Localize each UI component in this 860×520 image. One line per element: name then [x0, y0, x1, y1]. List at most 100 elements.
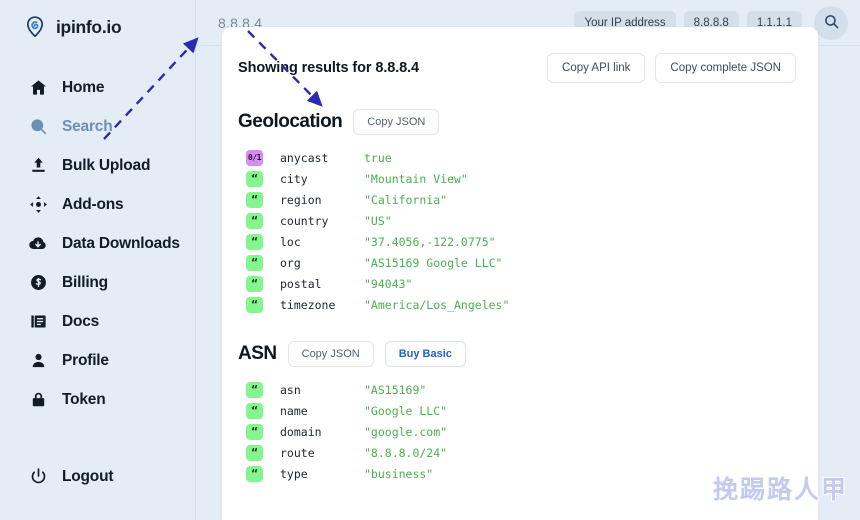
sidebar-item-docs[interactable]: Docs: [0, 302, 195, 341]
type-badge-string-icon: “: [246, 170, 263, 187]
table-row: “ postal "94043": [238, 273, 796, 294]
nav-spacer: [0, 419, 195, 457]
section-title: ASN: [238, 343, 277, 364]
row-key: country: [280, 213, 329, 228]
row-key: type: [280, 466, 308, 481]
sidebar-item-label: Bulk Upload: [62, 156, 151, 174]
asn-rows: “ asn "AS15169" “ name "Google LLC" “ do…: [238, 379, 796, 484]
addons-icon: [28, 195, 48, 215]
type-badge-string-icon: “: [246, 275, 263, 292]
person-icon: [28, 351, 48, 371]
table-row: “ route "8.8.8.0/24": [238, 442, 796, 463]
sidebar-nav: Home Search Bulk Upload: [0, 68, 195, 496]
power-icon: [28, 467, 48, 487]
sidebar-item-label: Search: [62, 117, 113, 135]
sidebar-item-label: Docs: [62, 312, 100, 330]
row-value: "California": [364, 192, 448, 207]
search-icon: [28, 117, 48, 137]
sidebar-item-profile[interactable]: Profile: [0, 341, 195, 380]
table-row: “ timezone "America/Los_Angeles": [238, 294, 796, 315]
row-key: name: [280, 403, 308, 418]
table-row: “ type "business": [238, 463, 796, 484]
main-column: Your IP address 8.8.8.8 1.1.1.1 Showing …: [196, 0, 860, 520]
geolocation-copy-json-button[interactable]: Copy JSON: [353, 109, 440, 135]
brand-name: ipinfo.io: [56, 16, 122, 37]
search-icon: [823, 13, 840, 33]
table-row: “ asn "AS15169": [238, 379, 796, 400]
type-badge-string-icon: “: [246, 254, 263, 271]
sidebar-item-add-ons[interactable]: Add-ons: [0, 185, 195, 224]
row-key: route: [280, 445, 315, 460]
dollar-circle-icon: [28, 273, 48, 293]
header-buttons: Copy API link Copy complete JSON: [547, 53, 796, 83]
type-badge-boolean-icon: 0/1: [246, 149, 263, 166]
geolocation-section: Geolocation Copy JSON 0/1 anycast true “…: [238, 109, 796, 315]
table-row: “ region "California": [238, 189, 796, 210]
table-row: “ name "Google LLC": [238, 400, 796, 421]
row-value: true: [364, 150, 392, 165]
asn-header: ASN Copy JSON Buy Basic: [238, 341, 796, 367]
sidebar-item-label: Profile: [62, 351, 109, 369]
sidebar-item-data-downloads[interactable]: Data Downloads: [0, 224, 195, 263]
row-value: "America/Los_Angeles": [364, 297, 510, 312]
row-key: loc: [280, 234, 301, 249]
row-key: asn: [280, 382, 301, 397]
type-badge-string-icon: “: [246, 212, 263, 229]
type-badge-string-icon: “: [246, 423, 263, 440]
asn-section: ASN Copy JSON Buy Basic “ asn "AS15169" …: [238, 341, 796, 484]
table-row: “ country "US": [238, 210, 796, 231]
results-card: Showing results for 8.8.8.4 Copy API lin…: [222, 27, 818, 520]
row-value: "google.com": [364, 424, 448, 439]
sidebar-item-label: Billing: [62, 273, 108, 291]
row-value: "Google LLC": [364, 403, 448, 418]
row-value: "US": [364, 213, 392, 228]
brand-logo[interactable]: ipinfo.io: [0, 0, 195, 40]
lock-icon: [28, 390, 48, 410]
table-row: “ loc "37.4056,-122.0775": [238, 231, 796, 252]
search-input[interactable]: [218, 14, 567, 31]
row-value: "AS15169 Google LLC": [364, 255, 503, 270]
row-key: region: [280, 192, 322, 207]
row-key: postal: [280, 276, 322, 291]
search-submit-button[interactable]: [814, 5, 848, 40]
buy-basic-button[interactable]: Buy Basic: [384, 341, 466, 367]
type-badge-string-icon: “: [246, 296, 263, 313]
row-value: "AS15169": [364, 382, 427, 397]
geolocation-rows: 0/1 anycast true “ city "Mountain View" …: [238, 147, 796, 315]
cloud-download-icon: [28, 234, 48, 254]
row-key: city: [280, 171, 308, 186]
row-key: timezone: [280, 297, 336, 312]
sidebar-item-billing[interactable]: Billing: [0, 263, 195, 302]
type-badge-string-icon: “: [246, 233, 263, 250]
asn-copy-json-button[interactable]: Copy JSON: [287, 341, 374, 367]
sidebar-item-home[interactable]: Home: [0, 68, 195, 107]
sidebar-item-label: Logout: [62, 467, 114, 485]
sidebar-item-logout[interactable]: Logout: [0, 457, 195, 496]
page-title: Showing results for 8.8.8.4: [238, 60, 420, 76]
table-row: “ org "AS15169 Google LLC": [238, 252, 796, 273]
table-row: “ city "Mountain View": [238, 168, 796, 189]
type-badge-string-icon: “: [246, 402, 263, 419]
row-key: domain: [280, 424, 322, 439]
row-value: "94043": [364, 276, 413, 291]
sidebar-item-label: Home: [62, 78, 105, 96]
row-value: "business": [364, 466, 434, 481]
sidebar: ipinfo.io Home Search: [0, 0, 196, 520]
sidebar-item-bulk-upload[interactable]: Bulk Upload: [0, 146, 195, 185]
sidebar-item-label: Token: [62, 390, 106, 408]
docs-icon: [28, 312, 48, 332]
sidebar-item-label: Add-ons: [62, 195, 124, 213]
type-badge-string-icon: “: [246, 191, 263, 208]
row-value: "8.8.8.0/24": [364, 445, 448, 460]
section-title: Geolocation: [238, 111, 343, 132]
type-badge-string-icon: “: [246, 465, 263, 482]
sidebar-item-search[interactable]: Search: [0, 107, 195, 146]
copy-api-link-button[interactable]: Copy API link: [547, 53, 646, 83]
copy-complete-json-button[interactable]: Copy complete JSON: [655, 53, 796, 83]
home-icon: [28, 78, 48, 98]
sidebar-item-label: Data Downloads: [62, 234, 180, 252]
sidebar-item-token[interactable]: Token: [0, 380, 195, 419]
table-row: “ domain "google.com": [238, 421, 796, 442]
geolocation-header: Geolocation Copy JSON: [238, 109, 796, 135]
